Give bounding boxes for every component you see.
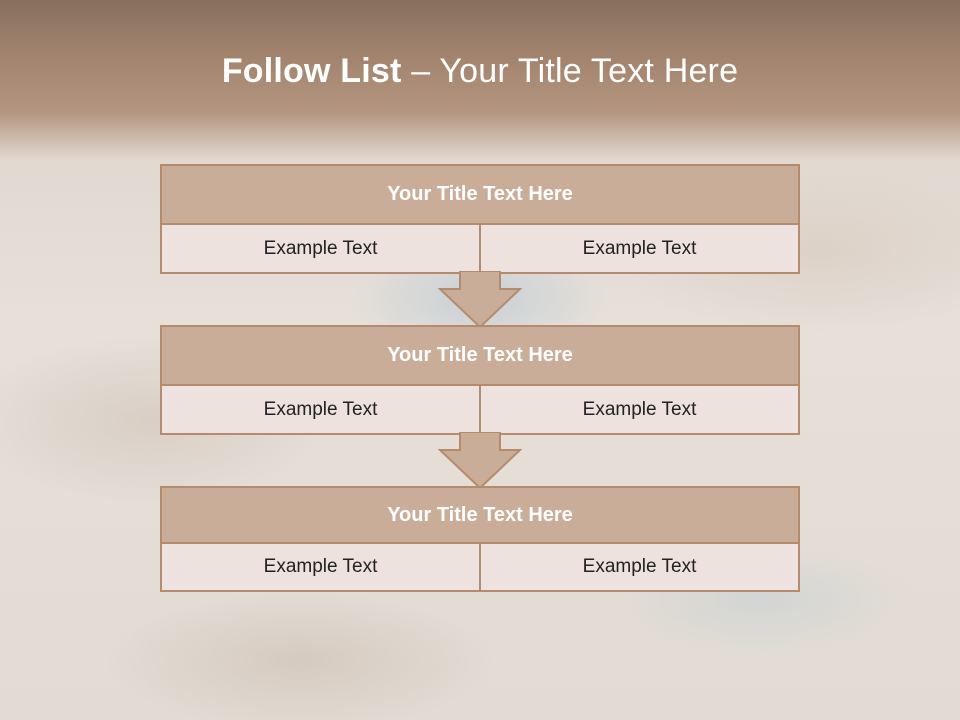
block-title: Your Title Text Here [162, 327, 798, 386]
block-cell-right: Example Text [479, 386, 798, 433]
block-title: Your Title Text Here [162, 488, 798, 544]
list-block-3: Your Title Text Here Example Text Exampl… [160, 486, 800, 592]
block-cell-left: Example Text [162, 544, 479, 590]
list-block-2: Your Title Text Here Example Text Exampl… [160, 325, 800, 435]
down-arrow-icon [438, 271, 522, 329]
slide-title-bold: Follow List [221, 52, 402, 90]
block-cell-right: Example Text [479, 225, 798, 272]
block-row: Example Text Example Text [162, 544, 798, 590]
down-arrow-icon [438, 432, 522, 490]
block-cell-right: Example Text [479, 544, 798, 590]
block-row: Example Text Example Text [162, 225, 798, 272]
block-row: Example Text Example Text [162, 386, 798, 433]
slide-title-rest: – Your Title Text Here [411, 52, 739, 90]
block-cell-left: Example Text [162, 386, 479, 433]
slide-title: Follow List – Your Title Text Here [0, 52, 960, 91]
block-cell-left: Example Text [162, 225, 479, 272]
block-title: Your Title Text Here [162, 166, 798, 225]
header-band [0, 0, 960, 160]
list-block-1: Your Title Text Here Example Text Exampl… [160, 164, 800, 274]
